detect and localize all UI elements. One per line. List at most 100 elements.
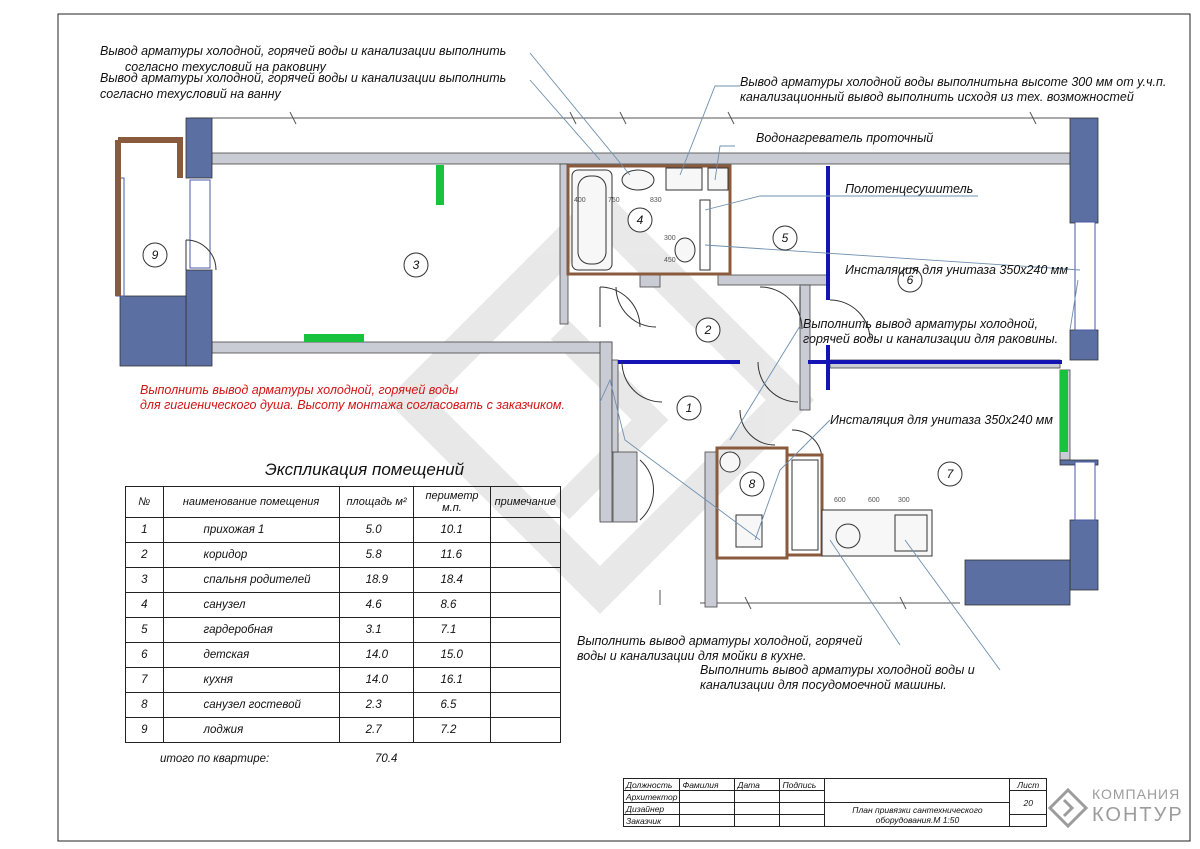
row-note: [489, 667, 562, 693]
note-bathtub-line2: согласно техусловий на ванну: [100, 87, 281, 101]
loggia-room-9: [115, 137, 217, 296]
row-note: [489, 517, 562, 543]
row-room-name: детская: [162, 642, 340, 668]
row-room-name: лоджия: [162, 717, 340, 743]
row-perimeter: 7.1: [413, 617, 491, 643]
new-partitions: [618, 166, 1062, 390]
row-number: 7: [125, 667, 164, 693]
row-area: 2.3: [338, 692, 415, 718]
row-note: [489, 717, 562, 743]
header-area: площадь м²: [338, 486, 415, 518]
room-label-5: 5: [782, 231, 789, 245]
leader-lines: [529, 52, 1081, 671]
explication-table: № наименование помещения площадь м² пери…: [125, 486, 562, 743]
room-label-3: 3: [413, 258, 420, 272]
room-label-9: 9: [152, 248, 159, 262]
room-label-6: 6: [907, 273, 914, 287]
row-area: 18.9: [338, 567, 415, 593]
bathroom-room-4: [566, 164, 732, 328]
row-perimeter: 16.1: [413, 667, 491, 693]
row-number: 2: [125, 542, 164, 568]
row-note: [489, 542, 562, 568]
note-kitchen-sink-line2: воды и канализации для мойки в кухне.: [577, 649, 807, 663]
watermark-logo: [385, 185, 815, 615]
room-label-7: 7: [947, 467, 955, 481]
stamp-head-role: Должность: [622, 778, 681, 791]
row-number: 6: [125, 642, 164, 668]
row-number: 5: [125, 617, 164, 643]
row-perimeter: 7.2: [413, 717, 491, 743]
company-name-line1: КОМПАНИЯ: [1092, 786, 1181, 802]
room-label-4: 4: [637, 213, 644, 227]
note-sink-guest-line1: Выполнить вывод арматуры холодной,: [803, 317, 1038, 331]
row-note: [489, 592, 562, 618]
guest-wc-room-8: [715, 446, 789, 560]
row-area: 14.0: [338, 642, 415, 668]
header-number: №: [125, 486, 164, 518]
row-room-name: кухня: [162, 667, 340, 693]
stamp-empty: [824, 778, 1011, 803]
note-sink-guest-line2: горячей воды и канализации для раковины.: [803, 332, 1059, 346]
fixture-dimensions: 400 750 830 300 450 600 600 300: [574, 197, 910, 504]
row-room-name: гардеробная: [162, 617, 340, 643]
row-room-name: прихожая 1: [162, 517, 340, 543]
stamp-role-client: Заказчик: [622, 814, 681, 827]
note-cold-water-line1: Вывод арматуры холодной воды выполнитьна…: [740, 75, 1167, 89]
row-number: 8: [125, 692, 164, 718]
header-room-name: наименование помещения: [162, 486, 340, 518]
total-area: 70.4: [375, 753, 398, 765]
row-perimeter: 10.1: [413, 517, 491, 543]
table-header-row: № наименование помещения площадь м² пери…: [125, 486, 562, 518]
row-room-name: санузел: [162, 592, 340, 618]
note-hygienic-shower-line1: Выполнить вывод арматуры холодной, горяч…: [140, 383, 459, 397]
header-perimeter: периметр м.п.: [413, 486, 491, 518]
dim-kitchen-1: 600: [834, 497, 846, 504]
room-label-2: 2: [704, 323, 712, 337]
load-bearing-walls: [119, 117, 1099, 606]
company-name-line2: КОНТУР: [1092, 804, 1184, 826]
note-sink-bathroom-line1: Вывод арматуры холодной, горячей воды и …: [100, 44, 507, 58]
row-perimeter: 6.5: [413, 692, 491, 718]
note-water-heater: Водонагреватель проточный: [756, 131, 934, 145]
dim-wc-2: 450: [664, 257, 676, 264]
note-dishwasher-line2: канализации для посудомоечной машины.: [700, 678, 947, 692]
note-cold-water-line2: канализационный вывод выполнить исходя и…: [740, 90, 1134, 104]
row-area: 5.8: [338, 542, 415, 568]
row-area: 14.0: [338, 667, 415, 693]
room-label-1: 1: [686, 401, 693, 415]
header-notes: примечание: [489, 486, 562, 518]
stamp-head-sign: Подпись: [779, 778, 826, 791]
total-label: итого по квартире:: [160, 753, 270, 765]
row-note: [489, 617, 562, 643]
dim-wc-1: 300: [664, 235, 676, 242]
kitchen-room-7: [785, 453, 933, 557]
row-perimeter: 15.0: [413, 642, 491, 668]
room-markers: 9 3 4 5 6 2 1 8 7: [142, 207, 963, 497]
note-toilet-installation-2: Инсталяция для унитаза 350x240 мм: [830, 413, 1053, 427]
row-number: 3: [125, 567, 164, 593]
note-toilet-installation-1: Инсталяция для унитаза 350x240 мм: [845, 263, 1068, 277]
stamp-head-name: Фамилия: [679, 778, 736, 791]
row-area: 5.0: [338, 517, 415, 543]
row-perimeter: 18.4: [413, 567, 491, 593]
row-number: 4: [125, 592, 164, 618]
stamp-head-date: Дата: [734, 778, 781, 791]
company-logo-mark: [1047, 787, 1089, 829]
note-hygienic-shower-line2: для гигиенического душа. Высоту монтажа …: [140, 398, 565, 412]
door-markers: [304, 165, 1068, 452]
explication-title: Экспликация помещений: [265, 460, 465, 479]
dim-bath-1: 400: [574, 197, 586, 204]
row-note: [489, 692, 562, 718]
note-dishwasher-line1: Выполнить вывод арматуры холодной воды и: [700, 663, 975, 677]
note-bathtub-line1: Вывод арматуры холодной, горячей воды и …: [100, 71, 507, 85]
